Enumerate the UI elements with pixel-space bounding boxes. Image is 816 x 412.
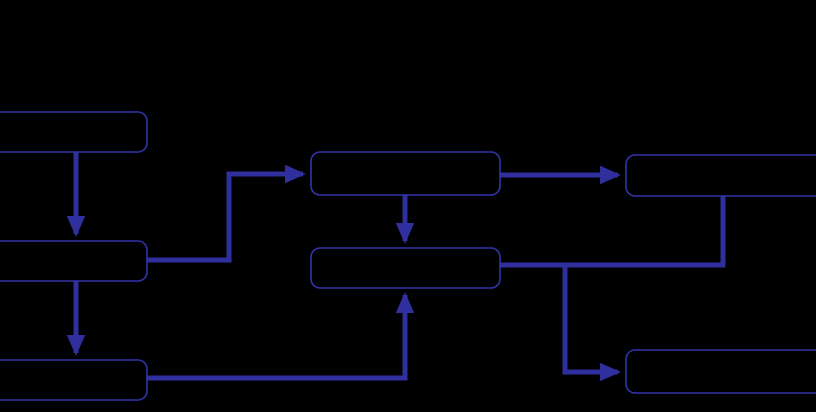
node-n7[interactable] (625, 349, 816, 394)
node-n6[interactable] (625, 154, 816, 197)
node-n5[interactable] (310, 247, 501, 289)
node-n3[interactable] (0, 359, 148, 401)
edge-n3-to-n5 (147, 292, 415, 381)
node-n2[interactable] (0, 240, 148, 282)
node-n1[interactable] (0, 111, 148, 153)
nodes-layer (0, 111, 816, 401)
edge-n6-join (565, 196, 726, 268)
node-n4[interactable] (310, 151, 501, 196)
edges-layer (66, 152, 726, 382)
edge-n2-to-n4 (147, 164, 306, 263)
edge-n5-to-n7 (500, 262, 621, 382)
